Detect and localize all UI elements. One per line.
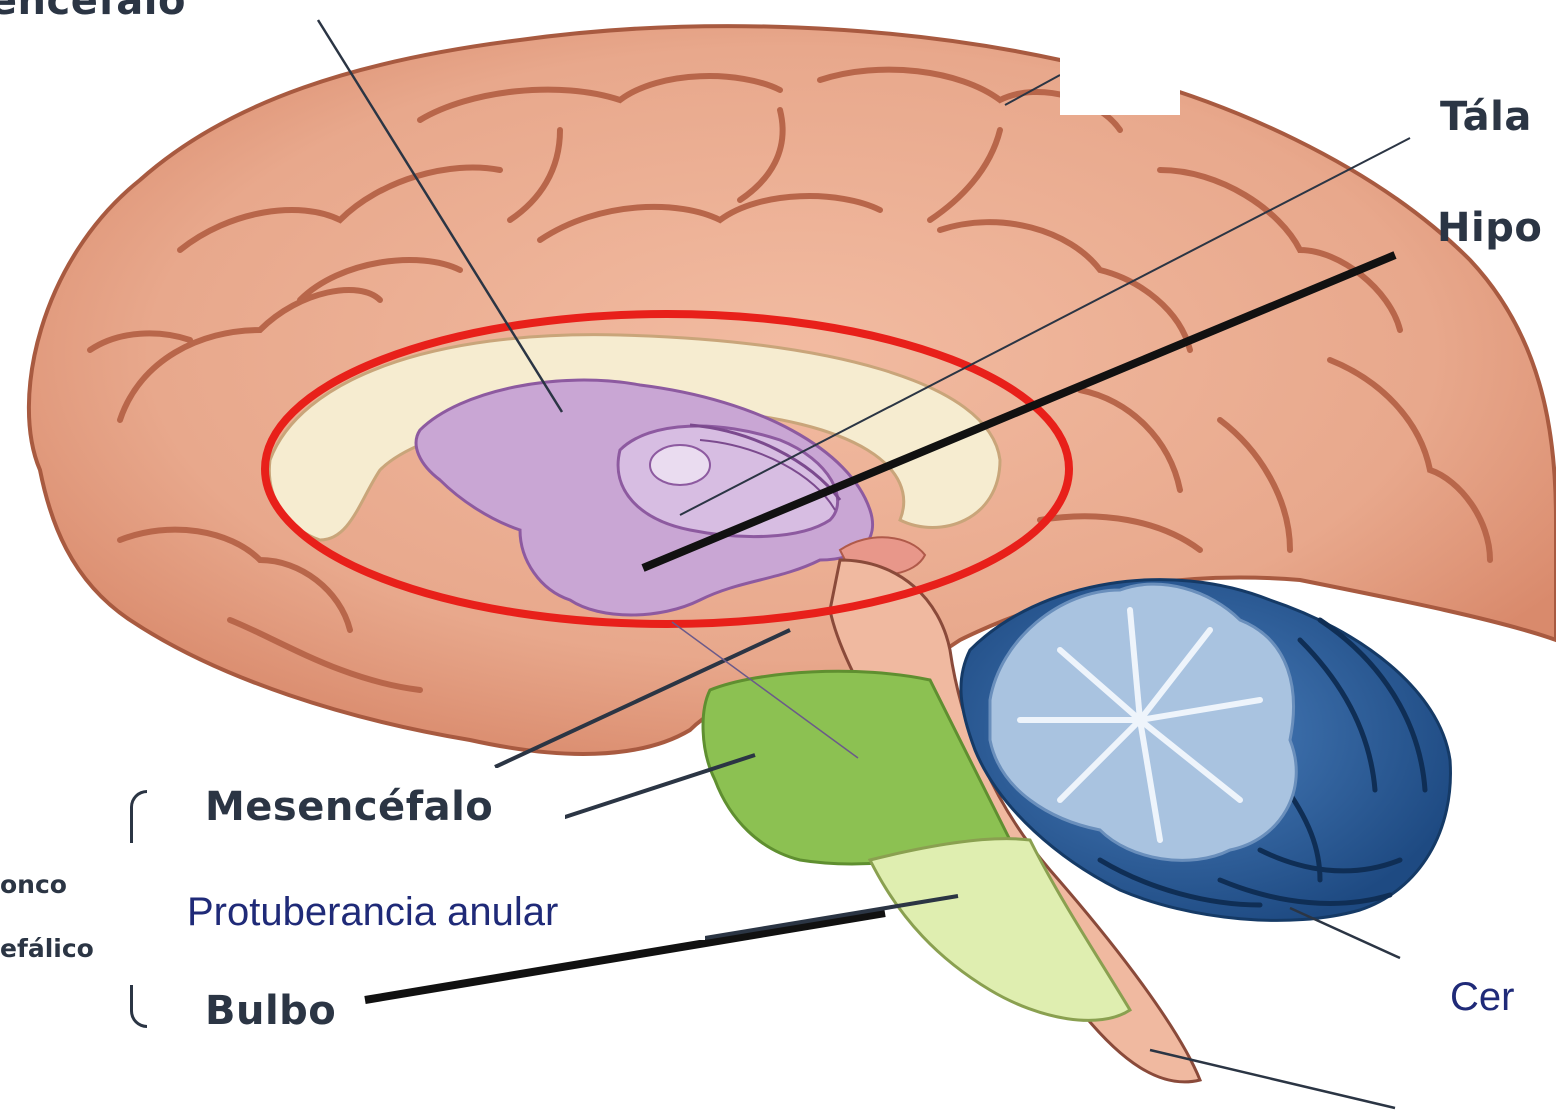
label-tronco-line2: efálico — [0, 934, 94, 963]
label-protuberancia: Protuberancia anular — [187, 890, 558, 935]
interthalamic-adhesion — [650, 445, 710, 485]
mask-top-right — [1060, 45, 1180, 115]
label-talamo: Tála — [1440, 94, 1532, 140]
label-cerebelo: Cer — [1450, 975, 1514, 1020]
bracket-top — [130, 790, 147, 843]
label-diencefalo: Diencéfalo — [0, 0, 186, 24]
label-mesencefalo: Mesencéfalo — [205, 784, 493, 830]
label-hipotalamo: Hipo — [1437, 205, 1542, 251]
label-tronco-line1: onco — [0, 870, 67, 899]
cerebelo-leader — [1290, 908, 1400, 958]
label-bulbo: Bulbo — [205, 988, 336, 1034]
